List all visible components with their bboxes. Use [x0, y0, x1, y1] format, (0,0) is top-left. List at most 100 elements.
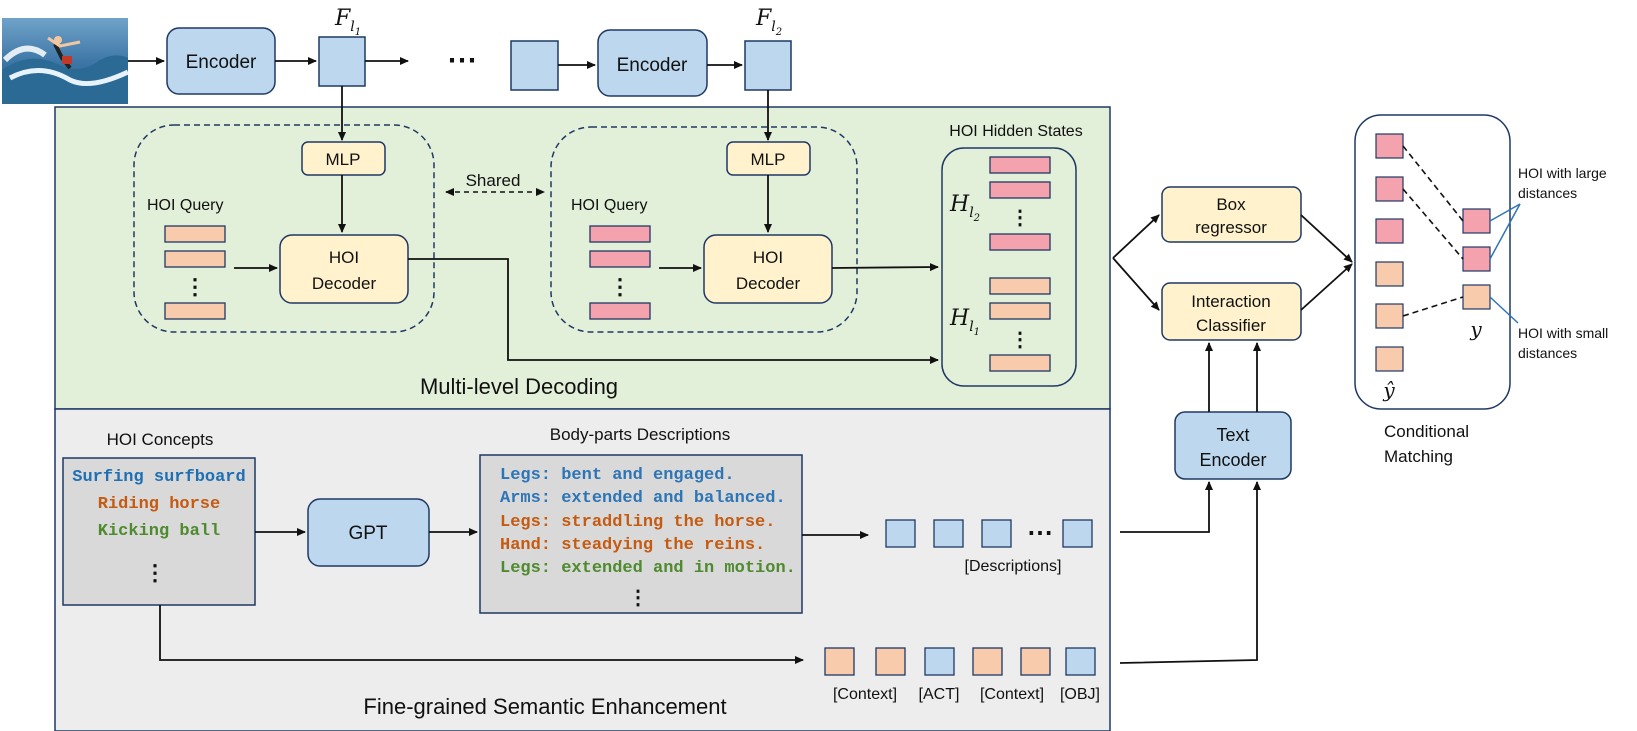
token-label-act: [ACT] [919, 686, 960, 703]
box-regressor-line2: regressor [1195, 218, 1267, 237]
hidden-states-box [941, 147, 1077, 387]
feature-2-token [744, 40, 792, 91]
pipeline-ellipsis: ⋯ [447, 44, 477, 77]
interaction-classifier-line1: Interaction [1191, 292, 1270, 311]
arrow-decoder1-to-hidden [408, 258, 939, 364]
prompt-token-3 [924, 647, 955, 676]
hoi-query-1-label: HOI Query [147, 197, 223, 214]
arrow-prompt-to-textenc [1119, 481, 1261, 664]
concept-item-1: Surfing surfboard [72, 468, 245, 487]
text-encoder-line2: Encoder [1199, 450, 1266, 470]
h1-label: Hl1 [949, 306, 980, 338]
hoi-decoder-1-box [279, 234, 409, 304]
mlp-1-label: MLP [326, 150, 361, 169]
query-2-vdots: ⋮ [609, 274, 631, 299]
large-distance-line1: HOI with large [1518, 165, 1607, 181]
pred-token-1 [1375, 133, 1404, 159]
body-parts-box [479, 454, 803, 614]
encoder-2-label: Encoder [617, 55, 688, 76]
hoi-decoder-2-line2: Decoder [736, 274, 801, 293]
arrow-descriptions-to-textenc [1120, 481, 1213, 533]
arrow-concepts-to-prompt [159, 605, 804, 664]
h2-token-3 [989, 233, 1051, 251]
pred-token-3 [1375, 218, 1404, 244]
h1-token-3 [989, 354, 1051, 372]
callout-large-1 [1489, 203, 1521, 222]
input-image [2, 18, 130, 104]
callout-small [1489, 296, 1519, 324]
concepts-vdots: ⋮ [144, 560, 166, 585]
h2-vdots: ⋮ [1010, 207, 1030, 229]
matching-label-line1: Conditional [1384, 422, 1469, 441]
description-line-2: Arms: extended and balanced. [500, 489, 786, 508]
descriptions-vdots: ⋮ [628, 587, 648, 609]
desc-token-3 [981, 519, 1012, 548]
arrow-box-to-matching [1300, 214, 1353, 263]
prompt-token-1 [824, 647, 855, 676]
description-line-4: Hand: steadying the reins. [500, 536, 765, 555]
query-1-vdots: ⋮ [184, 274, 206, 299]
query-2-token-2 [589, 250, 651, 268]
token-label-obj: [OBJ] [1060, 686, 1100, 703]
desc-token-2 [933, 519, 964, 548]
large-distance-line2: distances [1518, 185, 1577, 201]
description-line-3: Legs: straddling the horse. [500, 513, 775, 532]
concepts-title: HOI Concepts [107, 430, 214, 449]
desc-token-1 [885, 519, 916, 548]
query-1-token-1 [164, 225, 226, 243]
mlp-1-box [301, 141, 386, 176]
semantic-section-title: Fine-grained Semantic Enhancement [363, 694, 726, 719]
prompt-token-5 [1020, 647, 1051, 676]
token-label-context-2: [Context] [980, 686, 1044, 703]
interaction-classifier-line2: Classifier [1196, 316, 1266, 335]
h1-token-1 [989, 277, 1051, 295]
match-line-1 [1402, 145, 1464, 222]
h2-token-1 [989, 156, 1051, 174]
interaction-classifier-box [1161, 282, 1302, 341]
hoi-decoder-1-line2: Decoder [312, 274, 377, 293]
match-line-3 [1402, 296, 1464, 317]
concept-item-2: Riding horse [98, 495, 220, 514]
feature-2-label: Fl2 [755, 6, 782, 38]
pred-token-2 [1375, 176, 1404, 202]
hoi-decoder-1-line1: HOI [329, 248, 359, 267]
gt-token-1 [1462, 208, 1491, 234]
arrow-hidden-to-classifier [1112, 257, 1160, 311]
shared-label: Shared [466, 171, 521, 190]
query-1-token-2 [164, 250, 226, 268]
decoder-group-1 [133, 124, 435, 333]
arrow-hidden-to-box [1112, 214, 1160, 259]
matching-label-line2: Matching [1384, 447, 1453, 466]
hoi-query-2-label: HOI Query [571, 197, 647, 214]
desc-tokens-label: [Descriptions] [965, 558, 1062, 575]
feature-token-mid [510, 40, 559, 91]
prompt-token-6 [1065, 647, 1096, 676]
prompt-token-2 [875, 647, 906, 676]
pred-token-5 [1375, 303, 1404, 329]
gpt-label: GPT [348, 523, 387, 544]
description-line-1: Legs: bent and engaged. [500, 466, 735, 485]
arrow-classifier-to-matching [1300, 263, 1353, 311]
concepts-box [62, 457, 256, 606]
concept-item-3: Kicking ball [98, 522, 220, 541]
query-2-token-1 [589, 225, 651, 243]
h2-label: Hl2 [949, 192, 980, 224]
text-encoder-box [1174, 411, 1292, 480]
callout-large-2 [1489, 203, 1521, 260]
h1-token-2 [989, 302, 1051, 320]
pred-token-4 [1375, 261, 1404, 287]
box-regressor-line1: Box [1216, 195, 1246, 214]
mlp-2-label: MLP [751, 150, 786, 169]
token-label-context-1: [Context] [833, 686, 897, 703]
pred-y-hat-label: ŷ [1382, 378, 1395, 402]
gt-y-label: y [1469, 317, 1482, 341]
desc-tokens-ellipsis: ⋯ [1027, 517, 1053, 547]
text-encoder-line1: Text [1216, 425, 1249, 445]
decoder-group-2 [550, 126, 858, 333]
small-distance-line2: distances [1518, 345, 1577, 361]
hoi-decoder-2-box [703, 234, 833, 304]
gt-token-2 [1462, 246, 1491, 272]
description-line-5: Legs: extended and in motion. [500, 559, 796, 578]
prompt-token-4 [972, 647, 1003, 676]
